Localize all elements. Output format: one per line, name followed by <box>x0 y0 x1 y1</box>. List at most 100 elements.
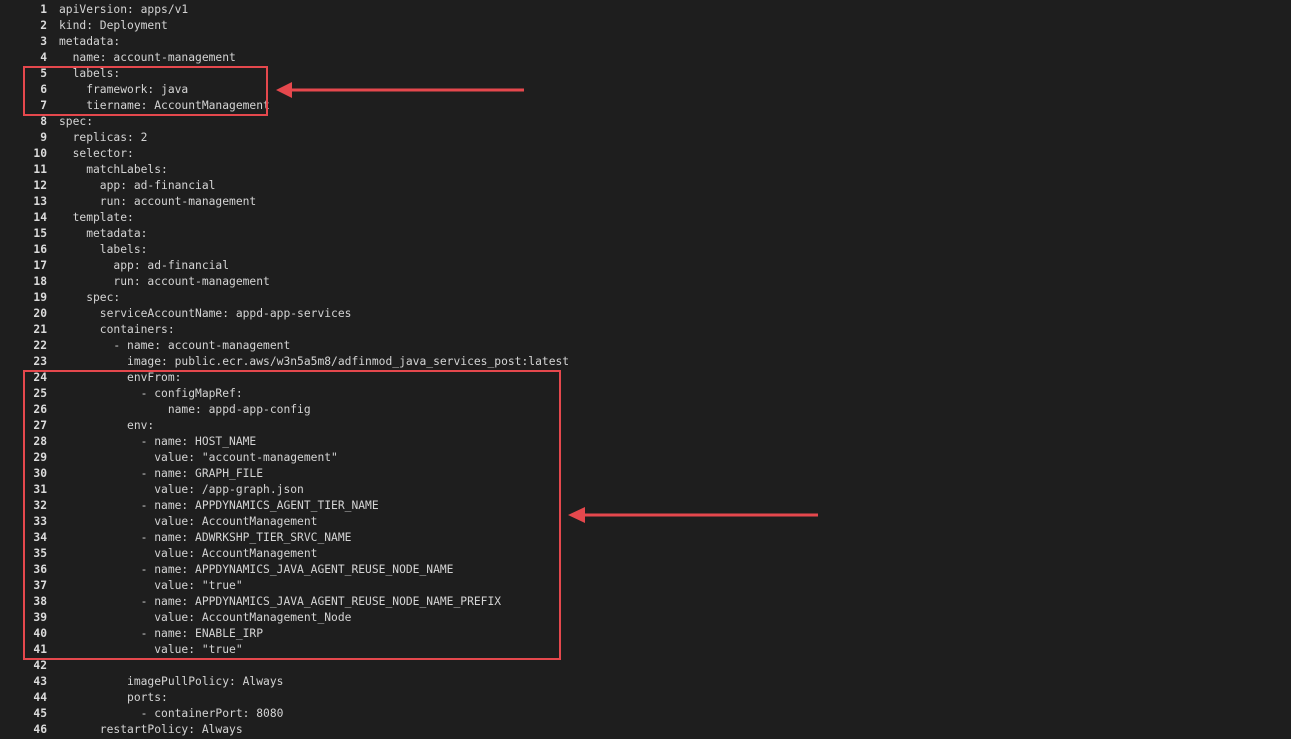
line-text: - name: APPDYNAMICS_JAVA_AGENT_REUSE_NOD… <box>59 595 502 608</box>
code-line: 15 metadata: <box>0 226 1291 242</box>
line-number: 22 <box>33 339 47 352</box>
code-line: 39 value: AccountManagement_Node <box>0 610 1291 626</box>
line-number: 33 <box>33 515 47 528</box>
line-text: spec: <box>59 291 121 304</box>
code-line: 38 - name: APPDYNAMICS_JAVA_AGENT_REUSE_… <box>0 594 1291 610</box>
line-number: 7 <box>40 99 47 112</box>
line-number: 17 <box>33 259 47 272</box>
line-text: envFrom: <box>59 371 182 384</box>
line-text: value: /app-graph.json <box>59 483 304 496</box>
line-text: restartPolicy: Always <box>59 723 243 736</box>
code-line: 46 restartPolicy: Always <box>0 722 1291 738</box>
line-text: - name: GRAPH_FILE <box>59 467 264 480</box>
line-number: 40 <box>33 627 47 640</box>
line-text: containers: <box>59 323 175 336</box>
line-number: 38 <box>33 595 47 608</box>
code-line: 14 template: <box>0 210 1291 226</box>
code-line: 34 - name: ADWRKSHP_TIER_SRVC_NAME <box>0 530 1291 546</box>
code-line: 7 tiername: AccountManagement <box>0 98 1291 114</box>
line-number: 11 <box>33 163 47 176</box>
code-line: 28 - name: HOST_NAME <box>0 434 1291 450</box>
line-text: labels: <box>59 243 148 256</box>
line-text: app: ad-financial <box>59 259 230 272</box>
code-line: 6 framework: java <box>0 82 1291 98</box>
line-text: imagePullPolicy: Always <box>59 675 284 688</box>
line-number: 37 <box>33 579 47 592</box>
code-line: 19 spec: <box>0 290 1291 306</box>
code-line: 45 - containerPort: 8080 <box>0 706 1291 722</box>
code-line: 18 run: account-management <box>0 274 1291 290</box>
code-line: 44 ports: <box>0 690 1291 706</box>
code-line: 22 - name: account-management <box>0 338 1291 354</box>
line-number: 13 <box>33 195 47 208</box>
line-text: value: AccountManagement_Node <box>59 611 352 624</box>
line-text: value: "account-management" <box>59 451 338 464</box>
line-text: image: public.ecr.aws/w3n5a5m8/adfinmod_… <box>59 355 570 368</box>
line-text: run: account-management <box>59 195 257 208</box>
line-number: 26 <box>33 403 47 416</box>
line-number: 4 <box>40 51 47 64</box>
line-number: 27 <box>33 419 47 432</box>
line-number: 1 <box>40 3 47 16</box>
code-line: 25 - configMapRef: <box>0 386 1291 402</box>
line-text: value: AccountManagement <box>59 547 318 560</box>
code-line: 13 run: account-management <box>0 194 1291 210</box>
line-text: tiername: AccountManagement <box>59 99 270 112</box>
line-text: value: "true" <box>59 643 243 656</box>
line-number: 42 <box>33 659 47 672</box>
line-text: metadata: <box>59 227 148 240</box>
code-line: 11 matchLabels: <box>0 162 1291 178</box>
code-line: 12 app: ad-financial <box>0 178 1291 194</box>
highlight-box-env <box>23 370 561 660</box>
line-number: 8 <box>40 115 47 128</box>
line-number: 25 <box>33 387 47 400</box>
line-number: 23 <box>33 355 47 368</box>
line-text: kind: Deployment <box>59 19 168 32</box>
code-line: 4 name: account-management <box>0 50 1291 66</box>
line-text: - name: account-management <box>59 339 291 352</box>
line-number: 34 <box>33 531 47 544</box>
line-text: - name: APPDYNAMICS_AGENT_TIER_NAME <box>59 499 379 512</box>
code-line: 37 value: "true" <box>0 578 1291 594</box>
line-text: - name: ENABLE_IRP <box>59 627 264 640</box>
line-number: 44 <box>33 691 47 704</box>
line-number: 21 <box>33 323 47 336</box>
code-line: 24 envFrom: <box>0 370 1291 386</box>
line-number: 24 <box>33 371 47 384</box>
line-text: app: ad-financial <box>59 179 216 192</box>
code-line: 33 value: AccountManagement <box>0 514 1291 530</box>
line-text: framework: java <box>59 83 189 96</box>
line-number: 32 <box>33 499 47 512</box>
line-text: value: "true" <box>59 579 243 592</box>
line-text: labels: <box>59 67 121 80</box>
line-text: spec: <box>59 115 94 128</box>
line-number: 3 <box>40 35 47 48</box>
code-line: 21 containers: <box>0 322 1291 338</box>
line-text: apiVersion: apps/v1 <box>59 3 189 16</box>
code-line: 10 selector: <box>0 146 1291 162</box>
line-text: - name: ADWRKSHP_TIER_SRVC_NAME <box>59 531 352 544</box>
code-line: 8 spec: <box>0 114 1291 130</box>
code-line: 35 value: AccountManagement <box>0 546 1291 562</box>
code-line: 20 serviceAccountName: appd-app-services <box>0 306 1291 322</box>
code-line: 31 value: /app-graph.json <box>0 482 1291 498</box>
code-line: 17 app: ad-financial <box>0 258 1291 274</box>
line-text: - containerPort: 8080 <box>59 707 284 720</box>
highlight-box-labels <box>23 66 268 116</box>
line-text: value: AccountManagement <box>59 515 318 528</box>
line-number: 46 <box>33 723 47 736</box>
line-text: serviceAccountName: appd-app-services <box>59 307 352 320</box>
line-number: 9 <box>40 131 47 144</box>
line-number: 36 <box>33 563 47 576</box>
line-number: 18 <box>33 275 47 288</box>
line-text: name: appd-app-config <box>59 403 311 416</box>
code-line: 40 - name: ENABLE_IRP <box>0 626 1291 642</box>
line-number: 30 <box>33 467 47 480</box>
code-line: 16 labels: <box>0 242 1291 258</box>
code-line: 27 env: <box>0 418 1291 434</box>
code-line: 29 value: "account-management" <box>0 450 1291 466</box>
line-text: replicas: 2 <box>59 131 148 144</box>
line-number: 12 <box>33 179 47 192</box>
line-text: - name: HOST_NAME <box>59 435 257 448</box>
